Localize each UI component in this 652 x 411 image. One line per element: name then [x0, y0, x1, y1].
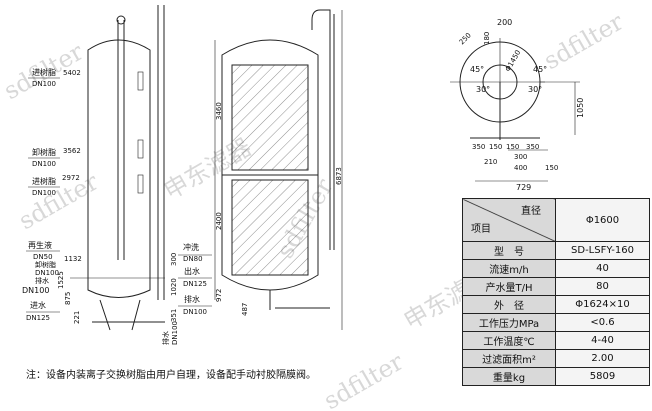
svg-text:卸树脂: 卸树脂	[32, 147, 56, 157]
svg-text:sdfilter: sdfilter	[14, 167, 104, 235]
row-value: Φ1624×10	[555, 295, 650, 314]
row-label: 工作温度℃	[462, 331, 556, 350]
svg-text:300: 300	[170, 253, 178, 266]
svg-text:1020: 1020	[170, 278, 178, 296]
svg-text:sdfilter: sdfilter	[319, 347, 409, 411]
svg-text:排水: 排水	[35, 276, 49, 285]
svg-text:351: 351	[170, 309, 178, 322]
svg-text:221: 221	[73, 311, 81, 324]
svg-text:5402: 5402	[63, 69, 81, 77]
svg-text:进树脂: 进树脂	[32, 176, 56, 186]
svg-text:210: 210	[484, 158, 497, 166]
svg-text:2400: 2400	[215, 212, 223, 230]
svg-text:DN100: DN100	[183, 308, 207, 316]
row-value: SD-LSFY-160	[555, 241, 650, 260]
row-label: 流速m/h	[462, 259, 556, 278]
svg-text:排水: 排水	[184, 294, 200, 304]
svg-text:再生液: 再生液	[28, 240, 52, 250]
row-label: 重量kg	[462, 367, 556, 386]
svg-text:150: 150	[506, 143, 519, 151]
row-label: 产水量T/H	[462, 277, 556, 296]
header-diagonal-cell: 直径 项目	[462, 198, 556, 242]
svg-text:1050: 1050	[576, 98, 585, 118]
svg-text:3460: 3460	[215, 102, 223, 120]
svg-text:DN100: DN100	[32, 160, 56, 168]
svg-text:DN100: DN100	[22, 286, 49, 295]
row-label: 工作压力MPa	[462, 313, 556, 332]
row-label: 外 径	[462, 295, 556, 314]
left-dimensions: 进树脂 DN100 5402 卸树脂 DN100 3562 进树脂 DN100 …	[22, 67, 212, 345]
svg-text:487: 487	[241, 303, 249, 316]
svg-text:DN100: DN100	[32, 80, 56, 88]
row-value: 40	[555, 259, 650, 278]
svg-text:300: 300	[514, 153, 527, 161]
svg-text:冲洗: 冲洗	[183, 242, 199, 252]
svg-text:DN80: DN80	[183, 255, 203, 263]
svg-text:DN100: DN100	[32, 189, 56, 197]
footnote: 注：设备内装离子交换树脂由用户自理，设备配手动衬胶隔膜阀。	[26, 370, 316, 381]
svg-text:875: 875	[64, 292, 72, 305]
row-value: 2.00	[555, 349, 650, 368]
svg-text:150: 150	[489, 143, 502, 151]
row-value: 80	[555, 277, 650, 296]
svg-text:sdfilter: sdfilter	[539, 7, 629, 75]
svg-text:6873: 6873	[335, 167, 343, 185]
row-value: 5809	[555, 367, 650, 386]
table-header-row: 直径 项目 Φ1600	[462, 198, 650, 242]
svg-text:DN100: DN100	[35, 269, 59, 277]
svg-text:3562: 3562	[63, 147, 81, 155]
svg-text:30°: 30°	[476, 85, 490, 94]
svg-text:150: 150	[545, 164, 558, 172]
header-col-label: 直径	[521, 206, 541, 217]
header-row-label: 项目	[471, 224, 491, 235]
svg-text:250: 250	[458, 31, 473, 46]
svg-text:Φ1450: Φ1450	[504, 49, 523, 73]
table-row: 工作压力MPa<0.6	[462, 313, 650, 332]
svg-text:45°: 45°	[470, 65, 484, 74]
svg-text:排水: 排水	[161, 331, 170, 345]
svg-text:DN50: DN50	[33, 253, 53, 261]
row-value: 4-40	[555, 331, 650, 350]
row-label: 过滤面积m²	[462, 349, 556, 368]
svg-text:30°: 30°	[528, 85, 542, 94]
svg-text:出水: 出水	[184, 266, 200, 276]
svg-text:350: 350	[526, 143, 539, 151]
svg-text:1132: 1132	[64, 255, 82, 263]
row-label: 型 号	[462, 241, 556, 260]
svg-text:DN125: DN125	[183, 280, 207, 288]
svg-text:DN125: DN125	[26, 314, 50, 322]
svg-text:1525: 1525	[57, 271, 65, 289]
svg-text:45°: 45°	[533, 65, 547, 74]
svg-text:180: 180	[483, 32, 491, 45]
header-value: Φ1600	[555, 198, 650, 242]
svg-text:729: 729	[516, 183, 531, 192]
svg-text:350: 350	[472, 143, 485, 151]
svg-text:400: 400	[514, 164, 527, 172]
row-value: <0.6	[555, 313, 650, 332]
svg-text:卸树脂: 卸树脂	[35, 260, 56, 269]
svg-text:200: 200	[497, 18, 512, 27]
svg-text:进水: 进水	[30, 300, 46, 310]
left-vessel	[70, 5, 165, 331]
middle-vessel: 3460 2400 972 487 6873	[214, 9, 343, 330]
svg-text:进树脂: 进树脂	[32, 67, 56, 77]
svg-text:972: 972	[215, 289, 223, 302]
svg-text:DN100: DN100	[171, 321, 179, 345]
svg-text:2972: 2972	[62, 174, 80, 182]
